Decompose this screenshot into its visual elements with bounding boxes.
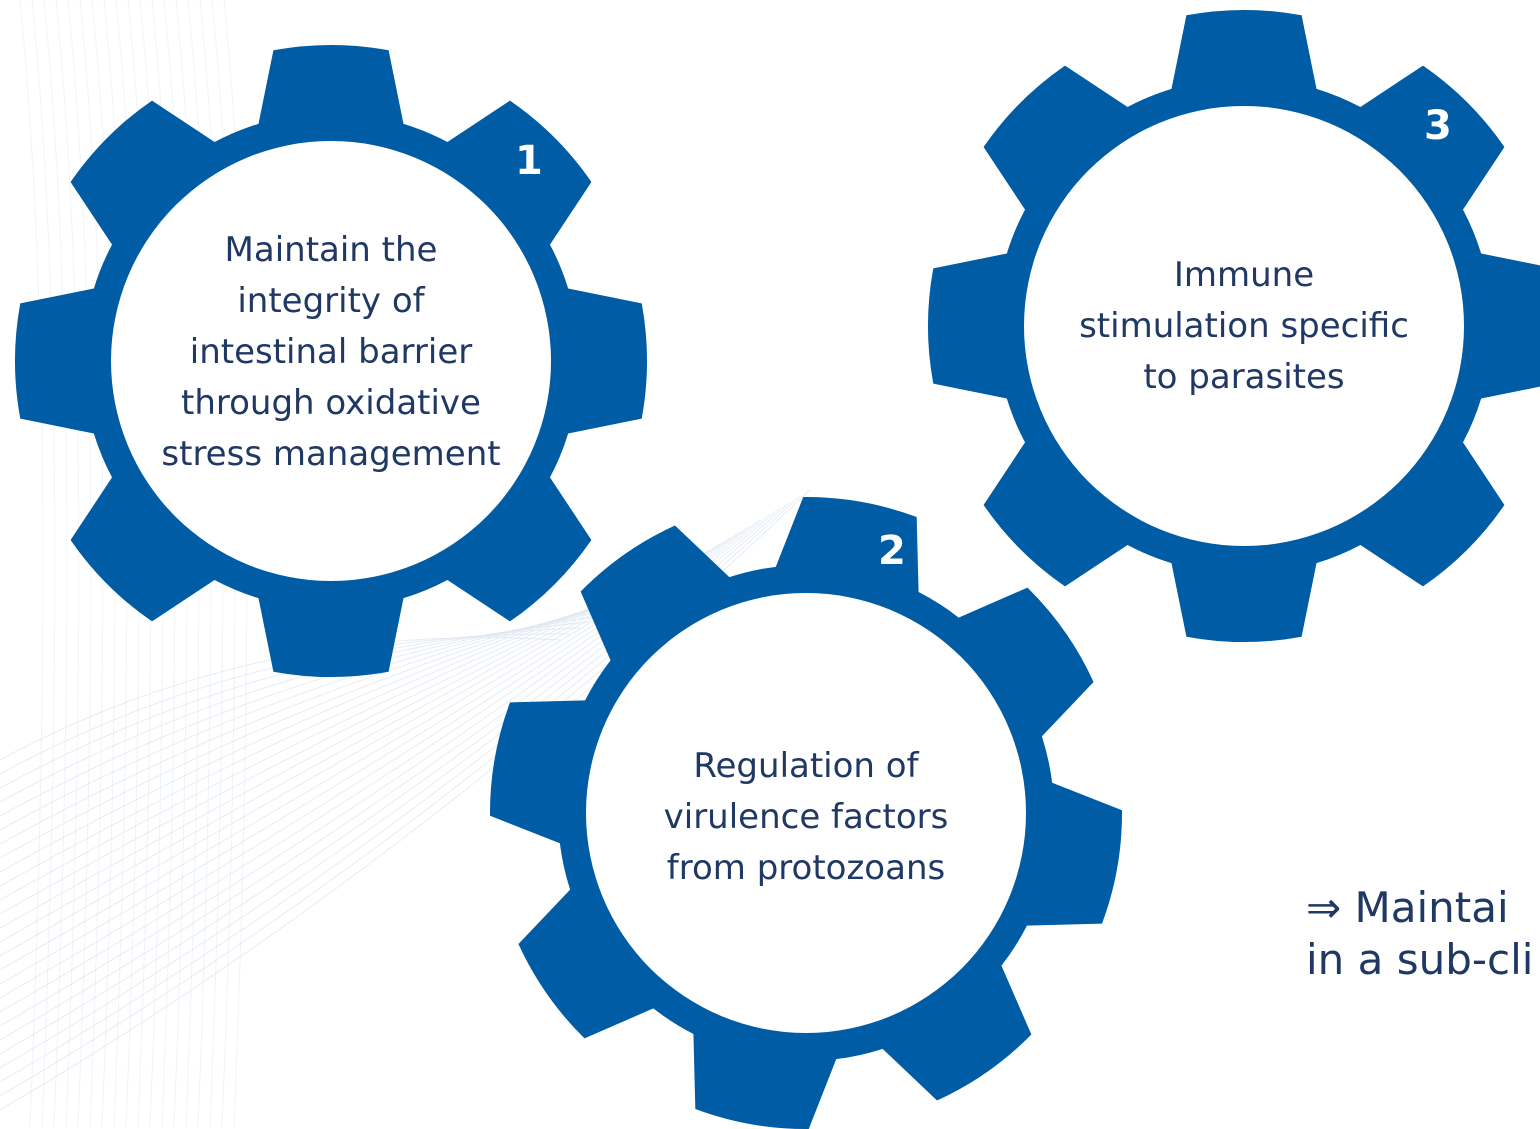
- background-line: [0, 585, 651, 887]
- background-line: [0, 573, 671, 915]
- background-line: [0, 591, 641, 873]
- gear-number: 1: [515, 138, 543, 184]
- background-line: [79, 0, 104, 1126]
- gear-inner-circle: [111, 141, 551, 581]
- background-line: [0, 567, 681, 929]
- conclusion-line-1: ⇒ Maintai: [1306, 883, 1509, 932]
- background-line: [31, 0, 56, 1126]
- background-line: [67, 0, 92, 1126]
- conclusion-line-2: in a sub-cli: [1306, 935, 1534, 984]
- gear-label: Maintain the integrity of intestinal bar…: [161, 230, 501, 474]
- gear-shape: [927, 9, 1540, 643]
- gear-shape: [490, 497, 1122, 1129]
- gear-number: 2: [878, 528, 906, 574]
- gear-1: 1 Maintain the integrity of intestinal b…: [14, 44, 648, 678]
- background-line: [0, 609, 611, 831]
- gear-3: 3 Immune stimulation specific to parasit…: [927, 9, 1540, 643]
- background-line: [0, 603, 621, 845]
- gear-label: Regulation of virulence factors from pro…: [663, 746, 949, 888]
- background-line: [0, 597, 631, 859]
- background-line: [0, 579, 661, 901]
- gear-2: 2 Regulation of virulence factors from p…: [490, 497, 1122, 1129]
- background-line: [43, 0, 68, 1126]
- gear-inner-circle: [1024, 106, 1464, 546]
- gear-number: 3: [1424, 103, 1452, 149]
- gear-shape: [14, 44, 648, 678]
- gear-inner-circle: [586, 593, 1026, 1033]
- background-line: [19, 0, 44, 1126]
- background-line: [0, 561, 691, 943]
- background-line: [55, 0, 80, 1126]
- gear-label: Immune stimulation specific to parasites: [1079, 255, 1409, 397]
- conclusion-text: ⇒ Maintai in a sub-cli: [1306, 882, 1533, 986]
